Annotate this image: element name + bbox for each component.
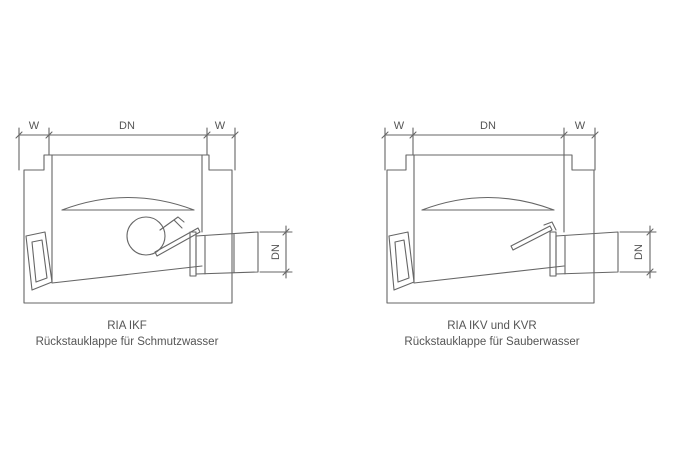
left-channel-floor	[51, 265, 203, 284]
right-outlet-collar	[549, 231, 557, 277]
right-inner-walls	[413, 154, 565, 283]
right-dimension-line	[381, 127, 599, 171]
right-figure: W DN W DN	[381, 120, 657, 304]
right-dim-pipe: DN	[633, 244, 645, 260]
left-inner-walls	[51, 154, 203, 283]
left-dimension-line	[15, 127, 239, 171]
left-flap	[154, 216, 201, 257]
right-dim-w-left: W	[394, 120, 405, 132]
left-dim-w-left: W	[29, 120, 40, 132]
left-dim-pipe: DN	[270, 244, 282, 260]
left-ball-float	[126, 216, 166, 256]
right-lid-curve	[421, 196, 555, 211]
right-caption-title: RIA IKV und KVR	[447, 320, 537, 332]
left-caption-title: RIA IKF	[107, 320, 147, 332]
right-pipe-dimension	[619, 225, 657, 279]
right-channel-floor	[413, 265, 565, 284]
left-lid-curve	[61, 196, 195, 211]
right-caption-subtitle: Rückstauklappe für Sauberwasser	[404, 336, 580, 348]
right-flap	[510, 221, 557, 251]
left-housing-outline	[23, 154, 233, 304]
left-outlet-collar	[189, 231, 197, 277]
right-dim-dn: DN	[480, 120, 496, 132]
right-outlet-pipe	[555, 231, 619, 275]
left-inlet-wedge	[25, 231, 53, 291]
left-caption: RIA IKF Rückstauklappe für Schmutzwasser	[7, 318, 247, 350]
right-inlet-wedge	[388, 231, 415, 291]
right-housing-outline	[386, 154, 595, 304]
left-outlet-pipe	[195, 231, 259, 275]
left-dim-dn: DN	[119, 120, 135, 132]
left-dim-w-right: W	[215, 120, 226, 132]
left-caption-subtitle: Rückstauklappe für Schmutzwasser	[35, 336, 219, 348]
right-dim-w-right: W	[575, 120, 586, 132]
right-caption: RIA IKV und KVR Rückstauklappe für Saube…	[372, 318, 612, 350]
left-figure: W DN W DN	[15, 120, 293, 304]
left-pipe-dimension	[259, 225, 293, 279]
